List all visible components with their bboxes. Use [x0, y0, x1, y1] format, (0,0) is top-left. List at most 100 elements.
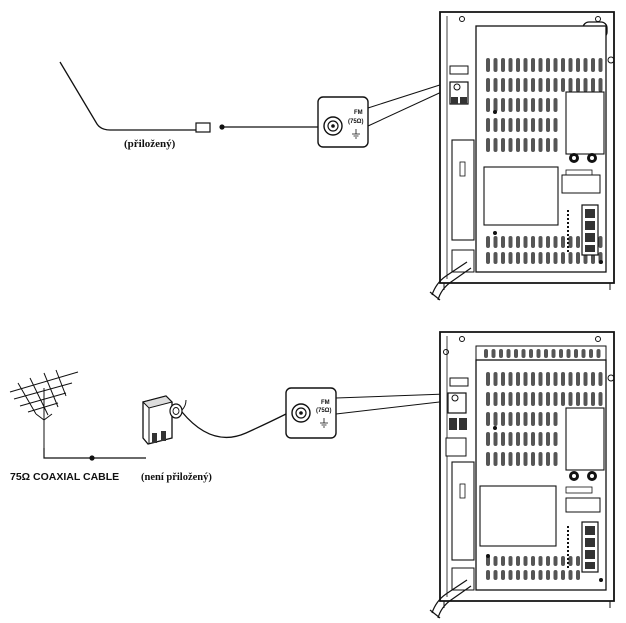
vent-slot: [546, 372, 550, 386]
vent-slot: [568, 252, 573, 264]
vent-slot: [568, 372, 573, 386]
vent-slot: [501, 570, 505, 580]
vent-slot: [546, 98, 550, 112]
vent-slot: [486, 118, 490, 132]
vent-slot: [486, 570, 490, 580]
vent-slot: [486, 412, 490, 426]
vent-slot: [506, 349, 511, 358]
vent-slot: [508, 58, 513, 72]
vent-slot: [546, 252, 550, 264]
vent-slot: [493, 556, 498, 566]
vent-slot: [516, 252, 520, 264]
top-stereo-rear-panel: [429, 11, 615, 301]
vent-slot: [598, 392, 603, 406]
vent-slot: [553, 118, 558, 132]
bottom-jack-impedance: (75Ω): [316, 408, 331, 414]
vent-slot: [538, 252, 543, 264]
vent-slot: [553, 452, 558, 466]
vent-slot: [501, 412, 505, 426]
vent-slot: [508, 432, 513, 446]
vent-slot: [576, 78, 580, 92]
vent-slot: [538, 138, 543, 152]
vent-slot: [538, 570, 543, 580]
vent-slot: [508, 98, 513, 112]
vent-slot: [598, 236, 603, 248]
vent-slot: [493, 98, 498, 112]
vent-slot: [561, 372, 565, 386]
vent-slot: [531, 556, 535, 566]
vent-slot: [576, 252, 580, 264]
top-section: (přiložený) FM (75Ω): [59, 11, 615, 301]
vent-slot: [493, 236, 498, 248]
vent-slot: [576, 236, 580, 248]
vent-slot: [523, 372, 528, 386]
vent-slot: [583, 392, 588, 406]
vent-slot: [516, 432, 520, 446]
vent-slot: [581, 349, 586, 358]
vent-slot: [546, 236, 550, 248]
vent-slot: [501, 252, 505, 264]
vent-slot: [516, 412, 520, 426]
vent-slot: [501, 556, 505, 566]
vent-slot: [544, 349, 548, 358]
vent-slot: [538, 118, 543, 132]
vent-slot: [531, 412, 535, 426]
vent-slot: [516, 98, 520, 112]
vent-slot: [598, 58, 603, 72]
vent-slot: [508, 372, 513, 386]
vent-slot: [561, 78, 565, 92]
vent-slot: [486, 452, 490, 466]
vent-slot: [501, 78, 505, 92]
vent-slot: [486, 252, 490, 264]
vent-slot: [531, 58, 535, 72]
top-jack-impedance: (75Ω): [348, 119, 363, 125]
vent-slot: [523, 556, 528, 566]
vent-slot: [576, 556, 580, 566]
vent-slot: [553, 392, 558, 406]
vent-slot: [523, 98, 528, 112]
vent-slot: [531, 452, 535, 466]
vent-slot: [553, 236, 558, 248]
vent-slot: [501, 392, 505, 406]
vent-slot: [531, 372, 535, 386]
vent-slot: [508, 556, 513, 566]
vent-slot: [576, 570, 580, 580]
vent-slot: [566, 349, 571, 358]
vent-slot: [531, 432, 535, 446]
vent-slot: [553, 432, 558, 446]
vent-slot: [508, 412, 513, 426]
vent-slot: [538, 78, 543, 92]
vent-slot: [538, 236, 543, 248]
vent-slot: [501, 138, 505, 152]
ground-icon: [352, 129, 360, 139]
vent-slot: [538, 432, 543, 446]
vent-slot: [583, 372, 588, 386]
vent-slot: [523, 452, 528, 466]
vent-slot: [561, 252, 565, 264]
power-cord: [431, 261, 472, 301]
vent-slot: [486, 58, 490, 72]
corner-screw: [607, 56, 615, 64]
vent-slot: [508, 138, 513, 152]
bottom-fm-jack-callout: FM (75Ω): [285, 387, 337, 439]
vent-slot: [551, 349, 556, 358]
coax-adapter-icon: [142, 395, 187, 445]
vent-slot: [591, 372, 595, 386]
vent-slot: [516, 372, 520, 386]
vent-slot: [546, 452, 550, 466]
vent-slot: [531, 118, 535, 132]
vent-grille: [486, 58, 603, 264]
corner-screw: [607, 374, 615, 382]
vent-slot: [538, 392, 543, 406]
vent-slot: [516, 392, 520, 406]
vent-slot: [546, 78, 550, 92]
vent-slot: [576, 58, 580, 72]
vent-slot: [538, 372, 543, 386]
vent-slot: [598, 372, 603, 386]
vent-slot: [561, 392, 565, 406]
vent-slot: [538, 556, 543, 566]
vent-slot: [493, 118, 498, 132]
vent-slot: [516, 118, 520, 132]
vent-slot: [553, 570, 558, 580]
vent-slot: [596, 349, 601, 358]
